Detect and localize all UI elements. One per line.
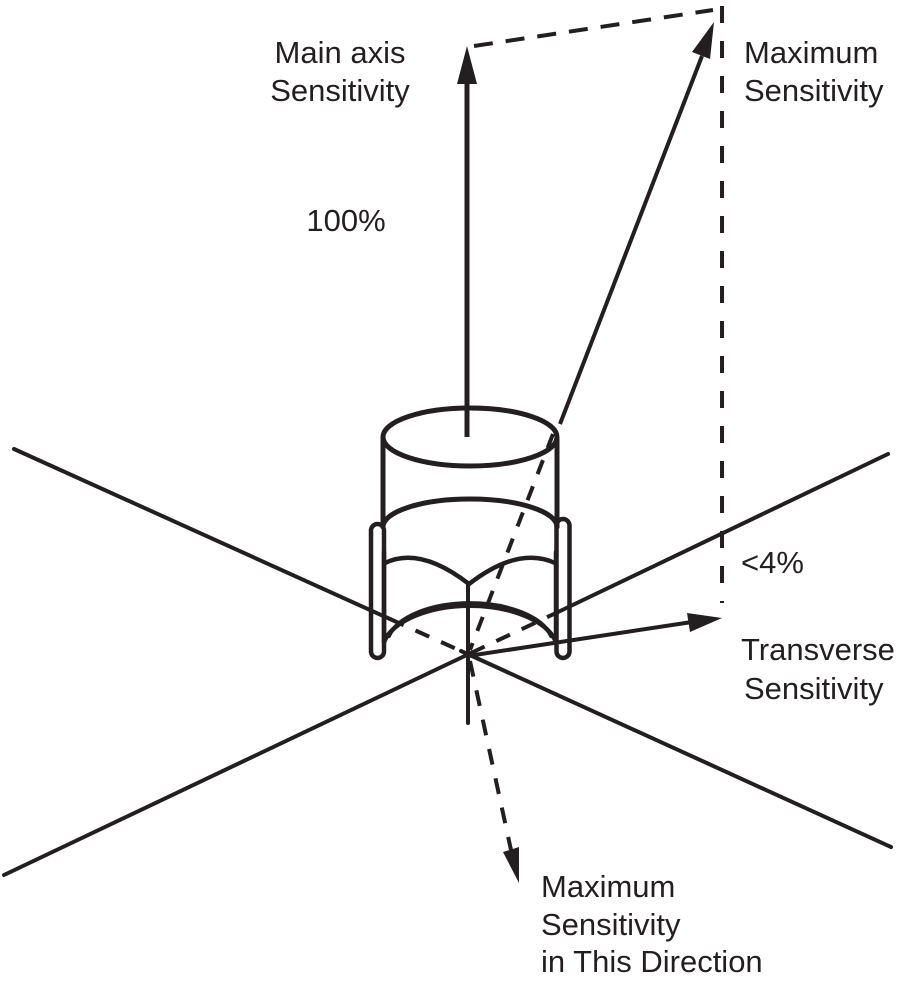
maximum-label-line2: Sensitivity (744, 73, 884, 108)
accelerometer-body (368, 405, 572, 725)
transverse-value-label: <4% (741, 545, 804, 580)
nut-left-facet-arc (382, 555, 472, 587)
main-axis-label-line2: Sensitivity (270, 73, 410, 108)
maximum-sensitivity-hidden-dashed (468, 433, 555, 651)
main-axis-arrowhead (457, 46, 477, 84)
max-direction-label-line1: Maximum (541, 869, 675, 904)
transverse-arrow-shaft (466, 620, 694, 658)
max-direction-label-line2: Sensitivity (541, 907, 681, 942)
plane-line-se-solid (459, 649, 893, 849)
maximum-sensitivity-arrow-shaft (558, 55, 704, 425)
transverse-label-line1: Transverse (741, 632, 895, 667)
cylinder-top-ellipse (380, 405, 560, 469)
maximum-sensitivity-arrowhead (692, 22, 714, 59)
nut-right-facet-arc (466, 555, 558, 587)
nut-flange-inner-arc (387, 601, 553, 638)
transverse-arrowhead (687, 613, 722, 632)
cylinder-bottom-arc (380, 496, 560, 530)
diagram-labels: Main axis Sensitivity 100% Maximum Sensi… (270, 35, 895, 979)
sensitivity-vectors (457, 6, 724, 883)
main-axis-label-line1: Main axis (275, 35, 406, 70)
plane-line-nw-solid (12, 447, 392, 621)
transverse-label-line2: Sensitivity (744, 671, 884, 706)
max-direction-dashed-shaft (468, 660, 513, 851)
max-direction-label-line3: in This Direction (541, 944, 763, 979)
right-mounting-tab (554, 516, 572, 661)
main-axis-value-label: 100% (306, 203, 385, 238)
max-direction-arrowhead (503, 847, 519, 883)
plane-line-sw-solid (2, 651, 473, 877)
maximum-label-line1: Maximum (744, 35, 878, 70)
construction-dashed-top (473, 8, 714, 48)
